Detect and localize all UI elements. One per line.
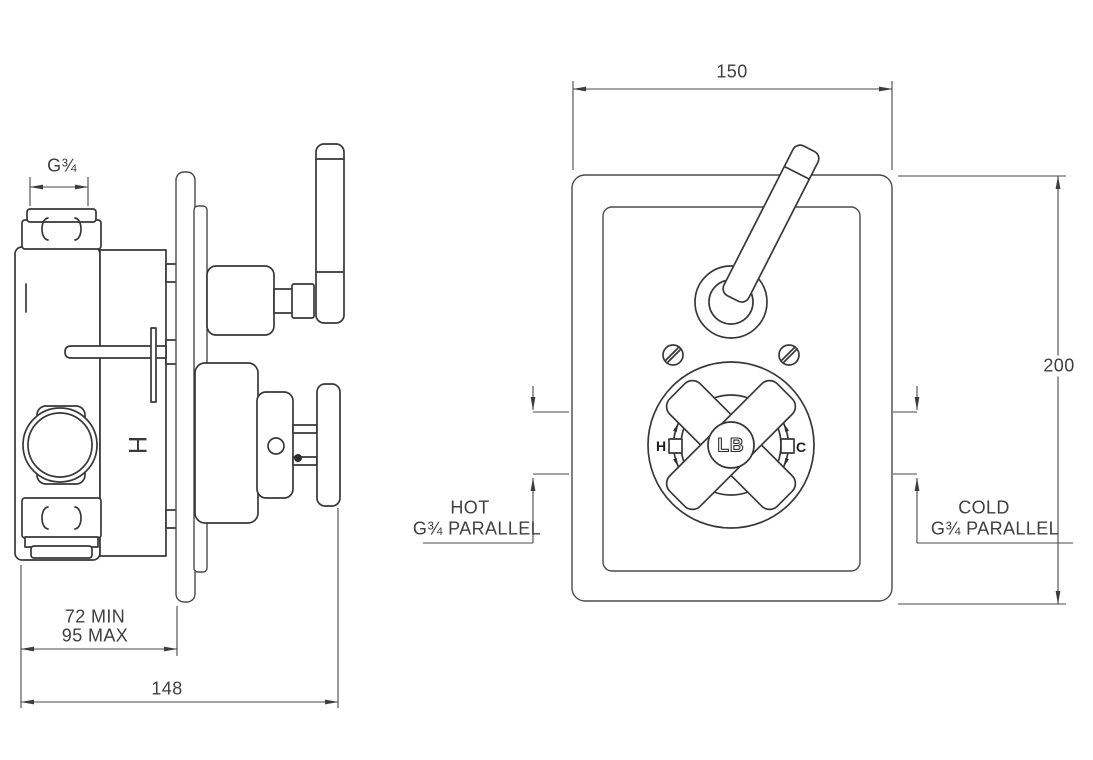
- screw-icon: [779, 345, 799, 365]
- dimension-overall-depth: [20, 508, 338, 708]
- screw-icon: [663, 345, 683, 365]
- hot-mark: H: [656, 438, 666, 454]
- housing: [195, 363, 258, 523]
- top-outlet-port: [22, 209, 101, 249]
- mounting-bar: [65, 328, 166, 402]
- top-port-body: [22, 220, 101, 249]
- lever-bar: [720, 142, 821, 304]
- hot-inlet-label-line1: HOT: [450, 497, 490, 518]
- dimension-top-thread: [30, 177, 88, 206]
- bottom-port-body: [22, 498, 101, 538]
- lever-handle-front: [720, 142, 821, 304]
- bar: [65, 346, 166, 358]
- cold-mark: C: [796, 439, 806, 455]
- cross-handle-front: LB H C: [648, 362, 814, 528]
- side-view: H: [15, 144, 344, 708]
- hot-inlet-side: H: [23, 406, 151, 484]
- valve-body-rear-block: [100, 250, 166, 556]
- front-view: LB H C: [423, 81, 1073, 604]
- bracket-plate: [151, 328, 156, 402]
- cold-inlet-label-line1: COLD: [958, 497, 1010, 518]
- cold-index-tab: [781, 439, 794, 453]
- cross-handle-bar: [317, 384, 340, 506]
- stem: [274, 289, 293, 313]
- plate-slab: [176, 172, 195, 602]
- depth-min-dimension-label: 72 MIN: [64, 606, 126, 627]
- cartridge-hole: [268, 438, 284, 454]
- body-hot-stamp: H: [123, 436, 151, 454]
- lever-cartridge-side: [207, 144, 344, 335]
- lever-cap-band: [784, 166, 809, 179]
- thread-mark-right: [75, 218, 81, 240]
- yoke-top: [293, 425, 317, 433]
- valve-body-side: [15, 247, 177, 560]
- inlet-circle-inner: [28, 413, 92, 477]
- grub-screw-dot: [294, 454, 302, 462]
- thread-mark-left: [42, 507, 48, 529]
- thread-mark-right: [75, 507, 81, 529]
- dimension-depth-minmax: [21, 565, 177, 708]
- dimension-plate-width: [573, 81, 892, 170]
- brand-logo: LB: [717, 436, 744, 457]
- lever-bar: [316, 144, 344, 323]
- cartridge: [207, 266, 274, 335]
- inlet-circle-outer: [23, 408, 97, 482]
- plate-raised-face-front: [603, 207, 860, 571]
- hot-inlet-leader: [423, 386, 569, 543]
- top-thread-dimension-label: G¾: [47, 155, 77, 176]
- fixing-screws: [663, 345, 799, 365]
- cartridge: [257, 392, 293, 498]
- collar: [292, 284, 314, 318]
- cold-inlet-label-line2: G¾ PARALLEL: [930, 518, 1060, 539]
- hot-index-tab: [669, 439, 682, 453]
- depth-max-dimension-label: 95 MAX: [61, 625, 129, 646]
- plate-height-dimension-label: 200: [1039, 355, 1079, 377]
- bottom-outlet-port: [22, 498, 101, 558]
- overall-depth-dimension-label: 148: [151, 678, 183, 699]
- bottom-port-cap: [31, 546, 92, 558]
- cross-cartridge-side: [195, 363, 340, 523]
- cold-inlet-leader: [893, 386, 1073, 543]
- top-port-cap: [27, 209, 96, 222]
- handle-hub: [708, 422, 754, 468]
- hot-inlet-label-line2: G¾ PARALLEL: [412, 518, 542, 539]
- dimension-plate-height: [898, 176, 1066, 604]
- thread-mark-left: [42, 218, 48, 240]
- plate-width-dimension-label: 150: [716, 61, 748, 82]
